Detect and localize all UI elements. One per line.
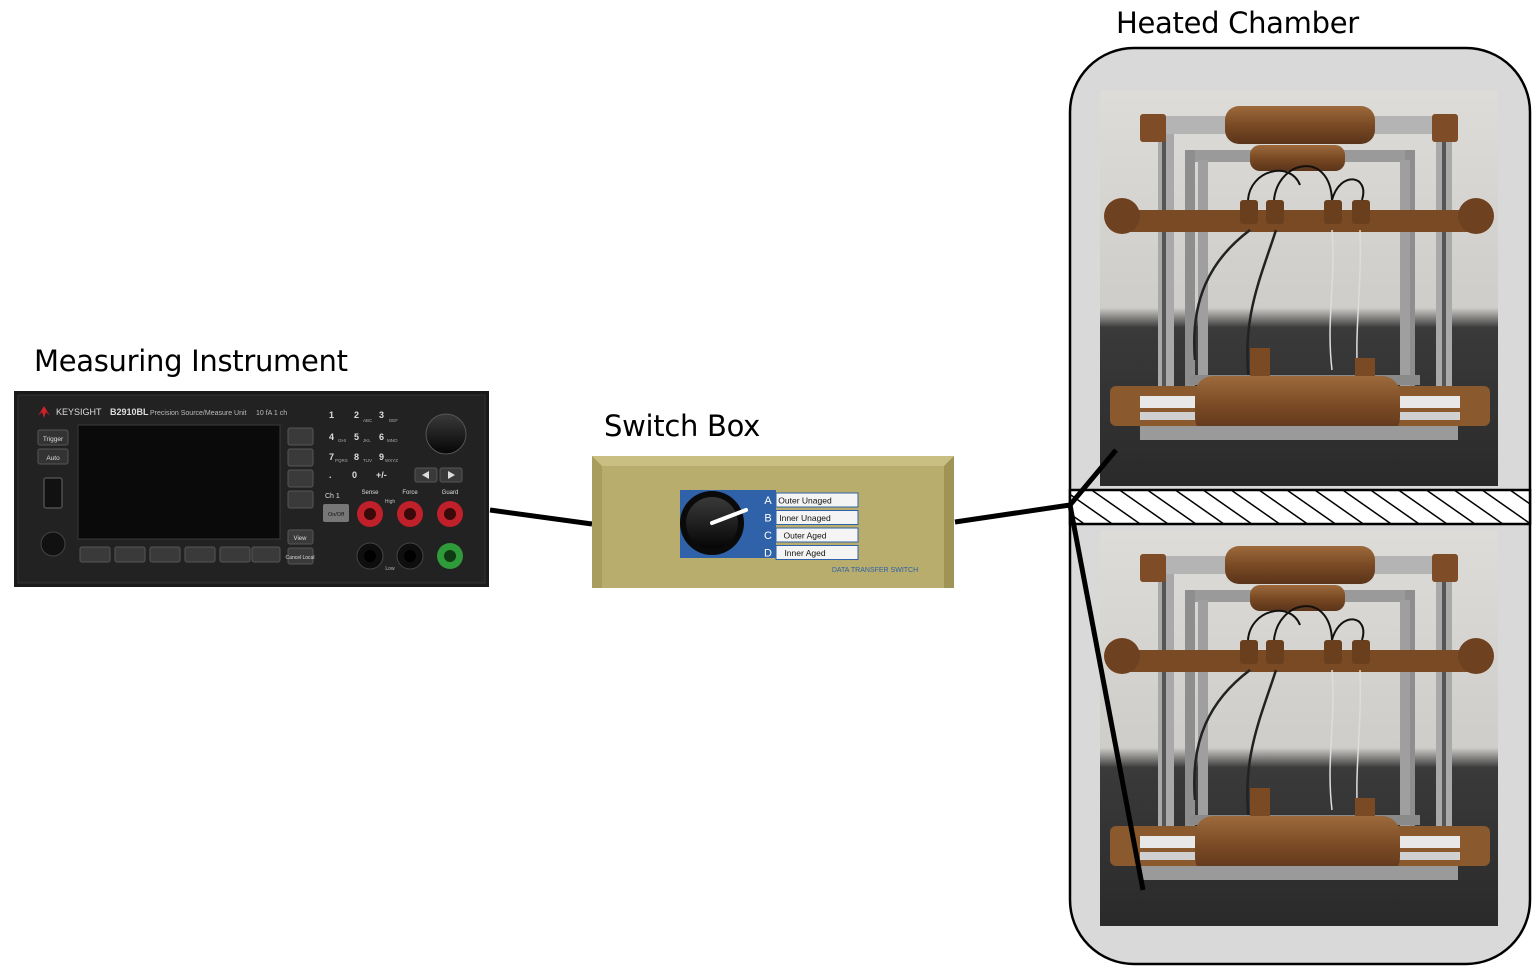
view-button[interactable]: [287, 529, 314, 545]
trigger-button[interactable]: [37, 429, 69, 446]
terminal-force-low-icon: [396, 542, 424, 570]
switch-position-tag: [775, 492, 859, 508]
svg-text:MNO: MNO: [387, 438, 398, 443]
svg-text:0: 0: [352, 470, 357, 480]
instrument-screen: [77, 424, 281, 540]
chamber-lead-top: [1068, 448, 1118, 507]
svg-text:WXYZ: WXYZ: [385, 458, 398, 463]
switch-position-letter: C: [764, 530, 772, 542]
guard-label: Guard: [442, 490, 459, 496]
svg-text:.: .: [329, 470, 332, 480]
svg-text:2: 2: [354, 410, 359, 420]
chamber-photo-top: [1098, 88, 1500, 488]
terminal-ground-icon: [437, 543, 463, 569]
rotary-selector-knob[interactable]: [680, 491, 748, 555]
switch-position-tag: [775, 510, 859, 525]
svg-text:1: 1: [329, 410, 334, 420]
instrument-to-switch-line: [489, 507, 593, 527]
measuring-instrument: KEYSIGHT B2910BL Precision Source/Measur…: [14, 391, 489, 587]
svg-text:DEF: DEF: [389, 418, 398, 423]
svg-text:+/-: +/-: [376, 470, 387, 480]
usb-port-icon: [43, 477, 63, 509]
instrument-model: B2910BL: [110, 407, 149, 417]
arrow-right-icon: [448, 471, 455, 479]
instrument-description: Precision Source/Measure Unit: [150, 410, 247, 417]
svg-text:9: 9: [379, 452, 384, 462]
svg-text:JKL: JKL: [363, 438, 371, 443]
svg-text:PQRS: PQRS: [335, 458, 348, 463]
terminal-guard-icon: [437, 501, 463, 527]
switch-position-letter: B: [764, 513, 771, 525]
view-label: View: [294, 536, 308, 542]
measuring-instrument-label: Measuring Instrument: [34, 344, 348, 378]
rotary-knob-icon[interactable]: [425, 413, 467, 455]
svg-text:8: 8: [354, 452, 359, 462]
cancel-local-button[interactable]: [287, 547, 314, 565]
on-off-button[interactable]: [323, 504, 349, 522]
switch-box-label: Switch Box: [604, 409, 761, 443]
low-label: Low: [385, 566, 395, 572]
keypad-sublabels: ABC DEF GHI JKL MNO PQRS TUV WXYZ: [335, 418, 398, 463]
power-button-icon[interactable]: [40, 531, 66, 557]
svg-text:7: 7: [329, 452, 334, 462]
trigger-label: Trigger: [43, 436, 64, 443]
terminal-sense-high-icon: [357, 501, 383, 527]
chamber-divider: [1068, 488, 1532, 526]
svg-text:5: 5: [354, 432, 359, 442]
instrument-brand: KEYSIGHT: [56, 407, 102, 417]
terminal-force-high-icon: [397, 501, 423, 527]
soft-keys[interactable]: [79, 427, 314, 563]
auto-button[interactable]: [37, 448, 69, 465]
cancel-local-label: Cancel Local: [286, 555, 315, 561]
on-off-label: On/Off: [328, 512, 345, 518]
svg-text:6: 6: [379, 432, 384, 442]
chamber-lead-bottom: [1067, 504, 1146, 891]
switch-position-label: Outer Unaged: [778, 496, 832, 506]
svg-text:3: 3: [379, 410, 384, 420]
switch-position-label: Outer Aged: [783, 531, 826, 541]
channel-label: Ch 1: [325, 493, 340, 500]
sense-label: Sense: [361, 490, 379, 496]
force-label: Force: [402, 490, 418, 496]
auto-label: Auto: [46, 455, 60, 462]
switch-position-label: Inner Aged: [784, 548, 825, 558]
switch-to-chamber-line: [954, 502, 1071, 525]
keysight-logo-icon: [38, 406, 50, 418]
switch-position-label: Inner Unaged: [779, 513, 831, 523]
terminal-sense-low-icon: [356, 542, 384, 570]
svg-text:GHI: GHI: [338, 438, 346, 443]
heated-chamber-label: Heated Chamber: [1116, 6, 1359, 40]
arrow-left-icon: [422, 471, 429, 479]
switch-position-letter: A: [764, 495, 772, 507]
high-label: High: [385, 499, 396, 505]
switch-position-letter: D: [764, 548, 772, 560]
svg-text:4: 4: [329, 432, 334, 442]
switch-position-tag: [775, 527, 859, 543]
keypad[interactable]: 1 2 3 4 5 6 7 8 9 . 0 +/-: [329, 410, 387, 480]
switch-footer-label: DATA TRANSFER SWITCH: [832, 567, 918, 574]
svg-text:TUV: TUV: [363, 458, 372, 463]
switch-position-tag: [775, 545, 859, 560]
svg-text:ABC: ABC: [363, 418, 373, 423]
chamber-photo-bottom: [1098, 528, 1500, 928]
instrument-spec: 10 fA 1 ch: [256, 410, 287, 417]
